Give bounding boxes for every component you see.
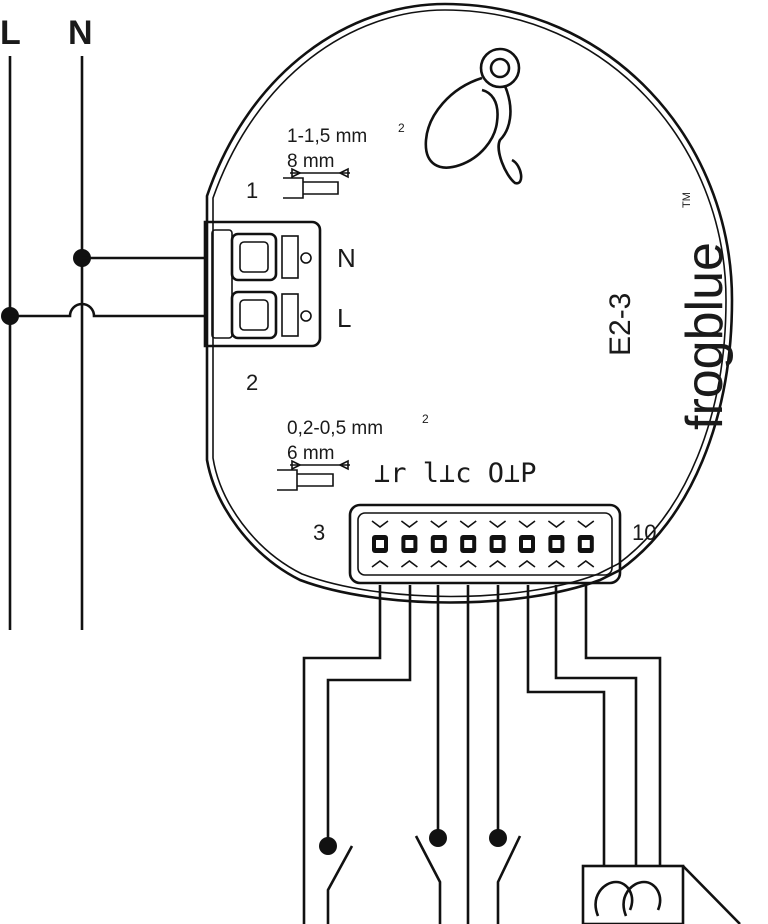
neutral-line-label: N bbox=[68, 14, 93, 52]
live-line-label: L bbox=[0, 14, 21, 52]
power-pin-end: 2 bbox=[246, 370, 258, 395]
io-pin-guide bbox=[547, 520, 565, 568]
io-pin-hole bbox=[434, 540, 443, 548]
io-pin-guide bbox=[577, 520, 595, 568]
power-wire-section: 1-1,5 mm bbox=[287, 126, 367, 147]
live-branch-wire bbox=[10, 302, 205, 318]
io-pin-guide bbox=[430, 520, 448, 568]
brand-trademark: TM bbox=[681, 192, 693, 208]
io-pin-guide bbox=[489, 520, 507, 568]
brand-name: frogblue bbox=[676, 242, 734, 430]
power-terminal-block bbox=[203, 220, 322, 348]
io-strip-gauge-icon bbox=[277, 459, 350, 491]
io-pin-guide bbox=[459, 520, 477, 568]
switch-1-icon bbox=[326, 845, 354, 924]
power-pin-start: 1 bbox=[246, 178, 258, 203]
io-pin-guide bbox=[518, 520, 536, 568]
terminal-screw-l-icon bbox=[230, 290, 312, 340]
switch-1-contact-dot bbox=[319, 837, 337, 855]
terminal-label-l: L bbox=[337, 303, 351, 333]
power-wire-section-exp: 2 bbox=[398, 121, 405, 135]
io-pin-end: 10 bbox=[632, 520, 656, 545]
module-housing-inner bbox=[212, 9, 727, 598]
model-label: E2-3 bbox=[604, 293, 637, 356]
io-pin-hole bbox=[523, 540, 531, 548]
io-pin-guide bbox=[371, 520, 389, 568]
switch-2-contact-dot bbox=[429, 829, 447, 847]
io-pin-hole bbox=[376, 540, 384, 548]
io-pin-guide bbox=[400, 520, 418, 568]
io-wire-section: 0,2-0,5 mm bbox=[287, 418, 383, 439]
io-pin-hole bbox=[493, 540, 502, 548]
switch-2-icon bbox=[414, 835, 442, 924]
io-pin-hole bbox=[581, 540, 590, 548]
io-pin-start: 3 bbox=[313, 520, 325, 545]
terminal-screw-n-icon bbox=[230, 232, 312, 282]
io-pin-hole bbox=[405, 540, 414, 548]
io-strip-length: 6 mm bbox=[287, 443, 335, 464]
frogblue-logo-icon bbox=[424, 47, 523, 185]
io-pin-hole bbox=[552, 540, 561, 548]
io-wire-section-exp: 2 bbox=[422, 412, 429, 426]
terminal-label-n: N bbox=[337, 243, 356, 273]
io-pin-hole bbox=[464, 540, 473, 548]
io-pin-labels: ⊥r l⊥c O⊥P bbox=[374, 458, 537, 489]
switch-3-icon bbox=[496, 835, 522, 924]
relay-coil-icon bbox=[581, 864, 741, 924]
power-strip-length: 8 mm bbox=[287, 151, 335, 172]
io-wiring bbox=[302, 585, 741, 924]
module-housing bbox=[205, 2, 734, 604]
switch-3-contact-dot bbox=[489, 829, 507, 847]
io-terminal-block bbox=[348, 503, 622, 585]
power-strip-gauge-icon bbox=[283, 167, 350, 199]
